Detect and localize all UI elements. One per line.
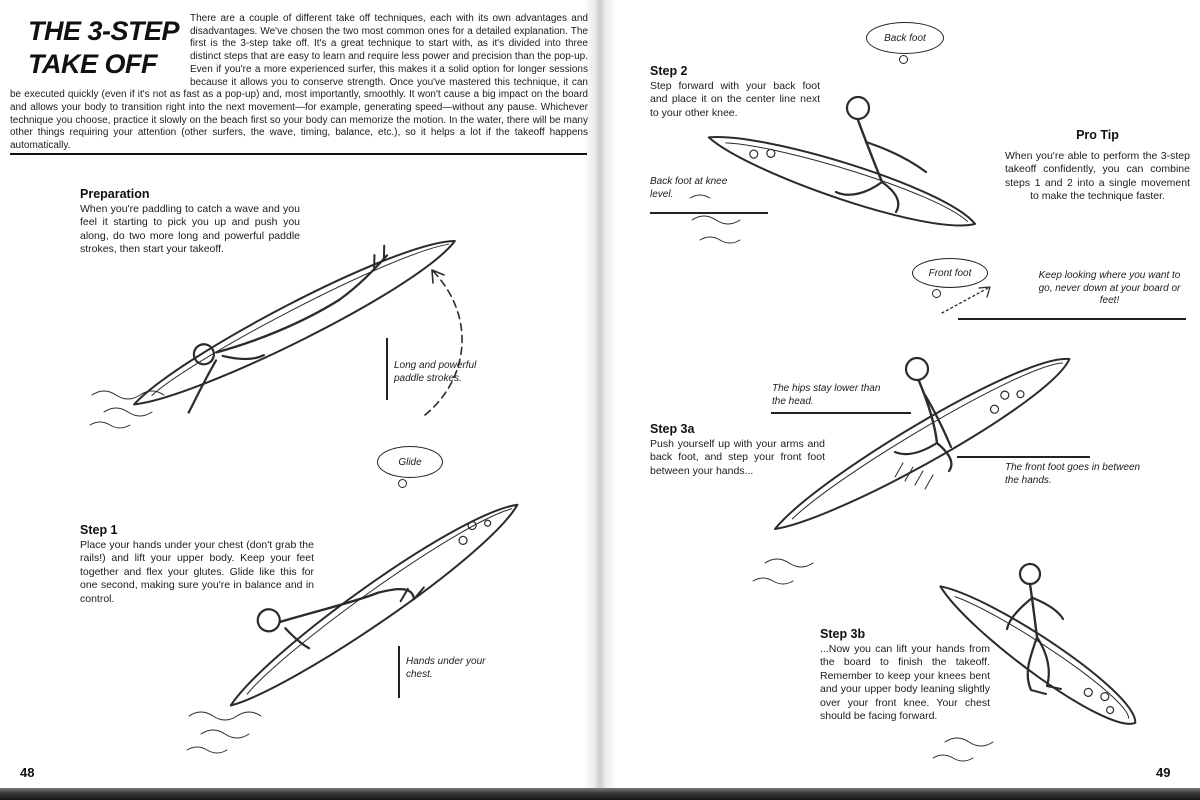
leader-line-hands — [398, 646, 400, 698]
step2-body: Step forward with your back foot and pla… — [650, 80, 820, 119]
thought-bubble-front-foot: Front foot — [912, 258, 988, 288]
annotation-hips-lower: The hips stay lower than the head. — [772, 383, 881, 407]
preparation-heading: Preparation — [80, 187, 150, 201]
thought-bubble-glide-dot — [398, 479, 407, 488]
page-title-line1: THE 3-STEP — [28, 16, 180, 46]
annotation-front-foot-hands: The front foot goes in between the hands… — [1005, 462, 1141, 486]
pro-tip-heading: Pro Tip — [1076, 128, 1119, 142]
preparation-body: When you're paddling to catch a wave and… — [80, 203, 300, 256]
thought-bubble-glide: Glide — [377, 446, 443, 478]
illustration-step2-kneel — [689, 95, 977, 244]
book-spine-shadow — [584, 0, 616, 800]
page-title-line2: TAKE OFF — [28, 49, 157, 80]
annotation-back-foot-knee: Back foot at knee level. — [650, 176, 728, 200]
page-number-right: 49 — [1156, 765, 1171, 780]
thought-bubble-back-foot: Back foot — [866, 22, 944, 54]
illustration-step3a-crouch — [752, 356, 1071, 585]
step3b-body: ...Now you can lift your hands from the … — [820, 643, 990, 723]
illustration-step3b-stand — [932, 562, 1137, 762]
leader-line-front-foot-hands — [957, 456, 1090, 458]
intro-paragraph: There are a couple of different take off… — [10, 13, 588, 151]
page-title: THE 3-STEP TAKE OFF — [10, 15, 180, 82]
illustration-preparation-paddling — [89, 240, 463, 429]
book-bottom-edge — [0, 788, 1200, 800]
step3a-body: Push yourself up with your arms and back… — [650, 438, 825, 477]
intro-divider-rule — [10, 153, 587, 155]
dotted-arrow-front-foot — [941, 286, 991, 314]
step1-body: Place your hands under your chest (don't… — [80, 539, 314, 605]
annotation-paddle-strokes: Long and powerful paddle strokes. — [394, 360, 477, 384]
step1-heading: Step 1 — [80, 523, 118, 537]
step2-heading: Step 2 — [650, 64, 688, 78]
leader-line-paddle — [386, 338, 388, 400]
leader-line-hips-lower — [771, 412, 911, 414]
annotation-hands-under-chest: Hands under your chest. — [406, 656, 486, 680]
thought-bubble-back-foot-dot — [899, 55, 908, 64]
annotation-keep-looking: Keep looking where you want to go, never… — [1038, 270, 1181, 306]
pro-tip-body: When you're able to perform the 3-step t… — [1005, 150, 1190, 203]
leader-line-keep-looking — [958, 318, 1186, 320]
thought-bubble-front-foot-label: Front foot — [928, 267, 972, 279]
thought-bubble-back-foot-label: Back foot — [884, 32, 926, 44]
step3b-heading: Step 3b — [820, 627, 866, 641]
step3a-heading: Step 3a — [650, 422, 695, 436]
thought-bubble-front-foot-dot — [932, 289, 941, 298]
illustration-step1-glide — [186, 503, 519, 754]
leader-line-back-foot-knee — [650, 212, 768, 214]
intro-block: THE 3-STEP TAKE OFF There are a couple o… — [10, 13, 588, 151]
thought-bubble-glide-label: Glide — [398, 456, 422, 468]
page-number-left: 48 — [20, 765, 35, 780]
